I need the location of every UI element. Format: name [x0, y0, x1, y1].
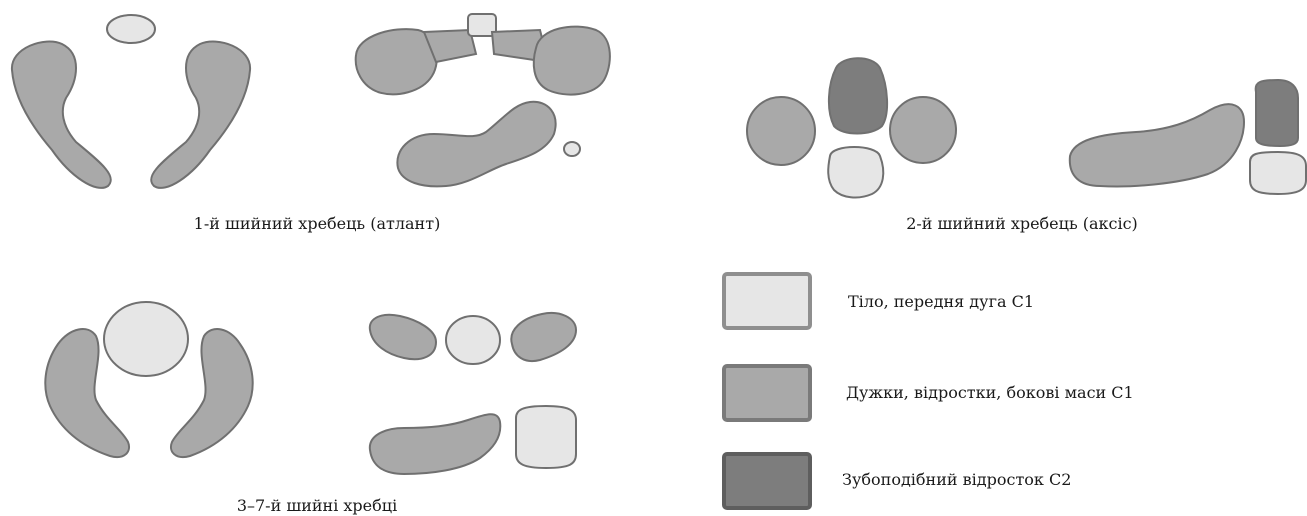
axis-lateral-arch: [1070, 104, 1244, 186]
atlas-frontal-lateral-mass-right: [534, 27, 610, 95]
atlas-left-lateral-mass: [12, 42, 111, 188]
legend-swatch-dens: [724, 454, 810, 508]
axis-lateral-dens: [1256, 80, 1298, 146]
caption-lower: 3–7-й шийні хребці: [237, 496, 397, 515]
caption-atlas: 1-й шийний хребець (атлант): [194, 214, 441, 233]
atlas-lateral-tubercle: [564, 142, 580, 156]
lower-cervical-axial-view: [45, 302, 252, 457]
lower-vertebral-body: [104, 302, 188, 376]
axis-dens: [829, 58, 887, 133]
atlas-anterior-arch: [107, 15, 155, 43]
lower-cervical-lateral-view: [370, 406, 576, 474]
axis-left-lateral-mass: [747, 97, 815, 165]
axis-lateral-body: [1250, 152, 1306, 194]
legend-label-dens: Зубоподібний відросток С2: [842, 470, 1071, 489]
atlas-lateral-view: [397, 102, 580, 187]
axis-axial-view: [747, 58, 956, 197]
lower-lateral-arch: [370, 414, 500, 474]
legend-label-body: Тіло, передня дуга С1: [848, 292, 1034, 311]
legend-swatch-arch: [724, 366, 810, 420]
atlas-frontal-view: [356, 14, 610, 95]
legend-swatch-body: [724, 274, 810, 328]
legend-swatches: [724, 274, 810, 508]
lower-frontal-process-right: [511, 313, 576, 361]
atlas-lateral-arch: [397, 102, 555, 187]
caption-axis: 2-й шийний хребець (аксіс): [906, 214, 1138, 233]
lower-frontal-body: [446, 316, 500, 364]
lower-lateral-body: [516, 406, 576, 468]
legend-label-arch: Дужки, відростки, бокові маси С1: [846, 383, 1134, 402]
lower-cervical-frontal-view: [370, 313, 576, 364]
atlas-frontal-lateral-mass-left: [356, 29, 437, 94]
atlas-right-lateral-mass: [151, 42, 250, 188]
axis-lateral-view: [1070, 80, 1306, 194]
atlas-axial-view: [12, 15, 250, 188]
lower-frontal-process-left: [370, 315, 436, 359]
axis-body: [828, 147, 883, 197]
axis-right-lateral-mass: [890, 97, 956, 163]
